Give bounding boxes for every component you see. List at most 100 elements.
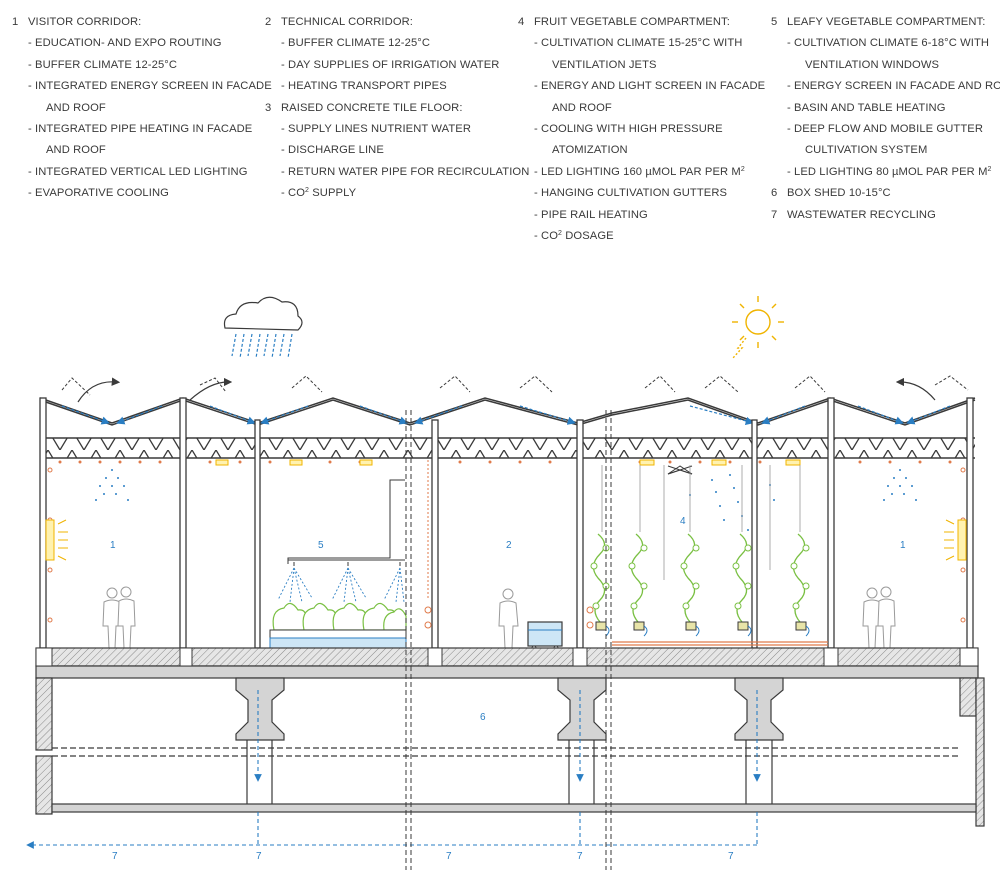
legend-text: - INTEGRATED PIPE HEATING IN FACADE	[28, 123, 253, 136]
legend-text: CULTIVATION SYSTEM	[805, 144, 928, 157]
legend-text: - DEEP FLOW AND MOBILE GUTTER	[787, 123, 984, 136]
legend-text: AND ROOF	[552, 101, 612, 114]
legend-text: - EDUCATION- AND EXPO ROUTING	[28, 37, 222, 50]
legend-item: AND ROOF	[12, 140, 272, 161]
legend-text: - EVAPORATIVE COOLING	[28, 187, 169, 200]
fruit-vegetable-plants	[590, 465, 810, 637]
zone-label-box-shed: 6	[480, 712, 486, 723]
legend-number: 1	[12, 16, 19, 28]
wastewater-label: 7	[577, 851, 583, 862]
legend-number: 6	[771, 187, 778, 200]
legend-item: - INTEGRATED ENERGY SCREEN IN FACADE	[12, 76, 272, 97]
wastewater-label: 7	[256, 851, 262, 862]
legend-text: - BUFFER CLIMATE 12-25°C	[28, 58, 178, 71]
wastewater-recycling-lines	[26, 690, 761, 849]
legend-item: AND ROOF	[12, 98, 272, 119]
legend-text: BOX SHED 10-15°C	[787, 187, 891, 200]
spray-nozzles	[277, 567, 405, 603]
legend-text: - CULTIVATION CLIMATE 6-18°C WITH	[787, 37, 990, 50]
legend-item: - CULTIVATION CLIMATE 15-25°C WITH	[518, 33, 765, 54]
water-tank	[527, 621, 563, 651]
legend-item: - DISCHARGE LINE	[265, 140, 529, 161]
legend-text: - CULTIVATION CLIMATE 15-25°C WITH	[534, 37, 743, 50]
legend-number: 4	[518, 16, 525, 28]
legend-column-1: 1 VISITOR CORRIDOR: - EDUCATION- AND EXPO …	[12, 12, 272, 205]
legend-text: - DISCHARGE LINE	[281, 144, 384, 157]
legend-text: FRUIT VEGETABLE COMPARTMENT:	[534, 16, 730, 28]
legend-item: - SUPPLY LINES NUTRIENT WATER	[265, 119, 529, 140]
legend-item: - CO2 SUPPLY	[265, 183, 529, 204]
legend-text: - BUFFER CLIMATE 12-25°C	[281, 37, 431, 50]
legend-text: - ENERGY SCREEN IN FACADE AND ROOF	[787, 80, 1000, 93]
cloud-rain-icon	[223, 296, 303, 359]
legend-text: RAISED CONCRETE TILE FLOOR:	[281, 101, 463, 114]
legend-text: - INTEGRATED VERTICAL LED LIGHTING	[28, 165, 248, 178]
legend-heading: 4 FRUIT VEGETABLE COMPARTMENT:	[518, 12, 765, 33]
legend-item: - CO2 DOSAGE	[518, 226, 765, 247]
legend-text: - HEATING TRANSPORT PIPES	[281, 80, 447, 93]
legend-item: - EVAPORATIVE COOLING	[12, 183, 272, 204]
legend-item: AND ROOF	[518, 98, 765, 119]
legend-text: - CO	[534, 230, 559, 243]
legend-text: - SUPPLY LINES NUTRIENT WATER	[281, 123, 472, 136]
zone-label-leafy: 5	[318, 540, 324, 551]
greenhouse-section-drawing: 1 5 2 4 1 6 7 7 7 7 7	[26, 296, 985, 870]
legend-item: CULTIVATION SYSTEM	[771, 140, 1000, 161]
legend-text: - ENERGY AND LIGHT SCREEN IN FACADE	[534, 80, 766, 93]
legend-text: ATOMIZATION	[552, 144, 628, 157]
vertical-led-lighting	[45, 519, 967, 561]
rainwater-arrows	[61, 405, 951, 425]
legend-text: - PIPE RAIL HEATING	[534, 208, 648, 221]
ventilation-jet-icon	[667, 465, 693, 475]
leafy-irrigation-system	[287, 479, 405, 566]
legend-item: - INTEGRATED VERTICAL LED LIGHTING	[12, 162, 272, 183]
legend-text: - COOLING WITH HIGH PRESSURE	[534, 123, 723, 136]
legend-item: - LED LIGHTING 80 µMOL PAR PER M2	[771, 162, 1000, 183]
ventilation-windows	[61, 375, 969, 396]
superscript: 2	[305, 187, 310, 195]
legend-text-after: DOSAGE	[562, 230, 614, 243]
superscript: 2	[987, 165, 992, 173]
section-break-lines	[405, 410, 612, 870]
pipe-rail-heating	[612, 641, 828, 646]
zone-label-fruit: 4	[680, 516, 686, 527]
legend-column-3: 4 FRUIT VEGETABLE COMPARTMENT: - CULTIVATI…	[518, 12, 765, 247]
box-shed-structure	[35, 677, 985, 827]
legend-text: - CO	[281, 187, 306, 200]
legend-item: - COOLING WITH HIGH PRESSURE	[518, 119, 765, 140]
legend-item: ATOMIZATION	[518, 140, 765, 161]
sun-icon	[732, 296, 784, 359]
raised-concrete-floor	[35, 647, 979, 679]
leafy-vegetables	[272, 602, 407, 631]
wastewater-label: 7	[112, 851, 118, 862]
legend-text: LEAFY VEGETABLE COMPARTMENT:	[787, 16, 986, 28]
legend-item: - ENERGY AND LIGHT SCREEN IN FACADE	[518, 76, 765, 97]
legend-text: AND ROOF	[46, 101, 106, 114]
legend-item: - DEEP FLOW AND MOBILE GUTTER	[771, 119, 1000, 140]
legend-number: 5	[771, 16, 778, 28]
legend-text: - RETURN WATER PIPE FOR RECIRCULATION	[281, 165, 530, 178]
greenhouse-roof	[39, 397, 976, 426]
legend-item: - PIPE RAIL HEATING	[518, 205, 765, 226]
legend-item: - BASIN AND TABLE HEATING	[771, 98, 1000, 119]
legend-item: - LED LIGHTING 160 µMOL PAR PER M2	[518, 162, 765, 183]
airflow-arrows	[77, 377, 936, 403]
ceiling-led-lights	[215, 459, 801, 466]
legend-item: - ENERGY SCREEN IN FACADE AND ROOF	[771, 76, 1000, 97]
legend-text: - BASIN AND TABLE HEATING	[787, 101, 946, 114]
legend-item: - DAY SUPPLIES OF IRRIGATION WATER	[265, 55, 529, 76]
legend-text: - HANGING CULTIVATION GUTTERS	[534, 187, 728, 200]
zone-label-visitor-right: 1	[900, 540, 906, 551]
facade-heating-pipes	[47, 460, 966, 629]
legend-heading: 6 BOX SHED 10-15°C	[771, 183, 1000, 204]
legend-text-after: SUPPLY	[309, 187, 357, 200]
structural-columns	[39, 397, 974, 649]
legend-item: VENTILATION WINDOWS	[771, 55, 1000, 76]
wastewater-label: 7	[446, 851, 452, 862]
legend: 1 VISITOR CORRIDOR: - EDUCATION- AND EXPO …	[0, 6, 1000, 246]
legend-text: VISITOR CORRIDOR:	[28, 16, 142, 28]
